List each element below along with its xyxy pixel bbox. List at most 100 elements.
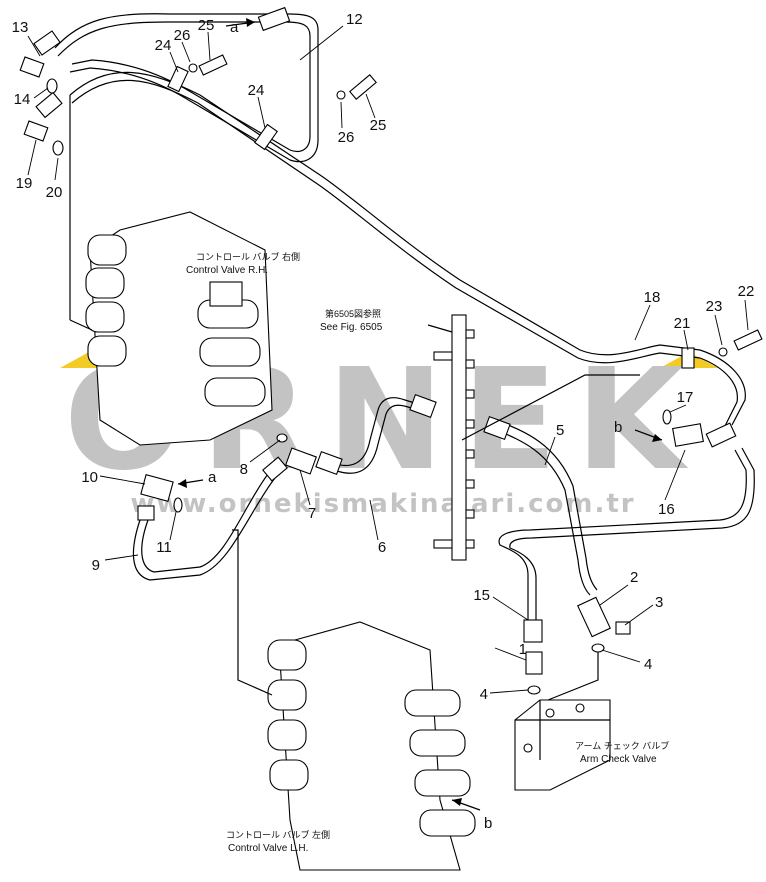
hose-6: [329, 397, 419, 467]
elbow-10: [140, 474, 174, 502]
valve-lh-port-4: [419, 809, 476, 837]
hoses: [132, 374, 755, 643]
top-pipe-assembly: [19, 6, 763, 448]
pipe-12: [54, 13, 319, 163]
valve-rh-spool-4: [87, 335, 127, 367]
washer-26-right: [336, 90, 346, 100]
fitting-13: [33, 30, 61, 56]
callout-26-left: 26: [174, 27, 191, 44]
arm-check-port-3: [523, 743, 533, 753]
oring-14: [46, 78, 58, 94]
valve-lh-spool-1: [267, 639, 307, 671]
callout-10: 10: [81, 469, 98, 486]
fitting-19-upper: [35, 91, 63, 119]
valve-rh-block: [209, 281, 243, 307]
callout-23: 23: [706, 298, 723, 315]
mark-b-bottom: b: [484, 815, 492, 832]
label-see-fig-jp: 第6505図参照: [325, 308, 381, 319]
pipe-18-inner: [71, 79, 738, 429]
callout-11: 11: [156, 539, 172, 556]
oring-20: [52, 140, 64, 156]
callout-25-right: 25: [370, 117, 387, 134]
label-see-fig-en: See Fig. 6505: [320, 322, 383, 333]
tee-7: [285, 447, 317, 475]
oring-11: [173, 497, 183, 513]
pipe-12-inner: [57, 21, 311, 153]
hose-6-fitting-end: [409, 394, 437, 418]
washer-23: [718, 347, 728, 357]
fitting-top-a: [257, 6, 291, 32]
callout-15: 15: [473, 587, 490, 604]
hose-15-fitting: [523, 619, 543, 643]
clamp-24-right: [254, 123, 278, 151]
clamp-24-left: [167, 65, 189, 93]
elbow-13: [19, 56, 45, 78]
valve-rh-spool-3: [85, 301, 125, 333]
connector-1: [525, 651, 543, 675]
elbow-2: [577, 596, 611, 638]
hose-15-16: [498, 449, 747, 620]
tee-16: [672, 423, 704, 447]
callout-4-right: 4: [644, 656, 652, 673]
callout-5: 5: [556, 422, 564, 439]
valve-lh-spool-2: [267, 679, 307, 711]
hose-6-inner: [333, 404, 419, 474]
valve-lh-spool-4: [269, 759, 309, 791]
callout-9: 9: [92, 557, 100, 574]
mark-a-mid: a: [208, 469, 217, 486]
bolt-25-left: [198, 54, 228, 76]
connection-letters: a a b b: [208, 19, 622, 832]
valve-rh-spool-1: [87, 234, 127, 266]
callout-8: 8: [240, 461, 248, 478]
leader-lh: [232, 529, 273, 696]
label-control-valve-lh-en: Control Valve L.H.: [228, 843, 308, 854]
label-control-valve-lh-jp: コントロール バルブ 左側: [226, 829, 330, 840]
watermark-url: www.ornekismakinalari.com.tr: [130, 489, 635, 519]
pipe-18: [69, 71, 746, 426]
callout-22: 22: [738, 283, 755, 300]
plug-3: [615, 621, 631, 635]
oring-4-left: [527, 685, 541, 695]
hose-9-fitting-end: [262, 456, 288, 482]
callout-13: 13: [12, 19, 29, 36]
callout-19: 19: [16, 175, 33, 192]
mark-b-right: b: [614, 419, 622, 436]
mark-a-top: a: [230, 19, 239, 36]
oring-4-right: [591, 643, 605, 653]
label-arm-check-en: Arm Check Valve: [580, 754, 657, 765]
valve-lh-port-1: [404, 689, 461, 717]
washer-26-left: [188, 63, 198, 73]
hose-6-fitting: [315, 451, 343, 475]
hose-5: [491, 427, 591, 596]
callout-24-left: 24: [155, 37, 172, 54]
callout-17: 17: [677, 389, 694, 406]
leader-bracket-pipe: [461, 374, 640, 441]
leader-6505: [427, 324, 453, 333]
label-control-valve-rh-en: Control Valve R.H.: [186, 265, 268, 276]
callout-3: 3: [655, 594, 663, 611]
leader-rh-pipe-end: [69, 319, 93, 331]
callout-numbers: 1 2 3 4 4 5 6 7 8 9 10 11 12 13 14 15 16…: [12, 11, 755, 703]
bracket-tabs: [433, 329, 475, 549]
callout-1: 1: [519, 641, 527, 658]
valve-rh-port-2: [199, 337, 261, 367]
elbow-19: [23, 120, 49, 142]
control-valve-lh: [232, 529, 476, 871]
control-valve-rh: [69, 95, 273, 446]
callout-16: 16: [658, 501, 675, 518]
text-labels: コントロール バルブ 右側 Control Valve R.H. 第6505図参…: [186, 251, 669, 854]
callout-24-right: 24: [248, 82, 265, 99]
arm-check-port-2: [575, 703, 585, 713]
callout-20: 20: [46, 184, 63, 201]
fittings: [140, 409, 704, 695]
hose-9: [132, 477, 276, 581]
clamp-21: [681, 347, 695, 369]
fitting-18-end: [705, 422, 737, 448]
callout-14: 14: [14, 91, 31, 108]
valve-lh-port-3: [414, 769, 471, 797]
callout-21: 21: [674, 315, 691, 332]
valve-rh-spool-2: [85, 267, 125, 299]
callout-12: 12: [346, 11, 363, 28]
bracket-bar: [451, 314, 467, 561]
